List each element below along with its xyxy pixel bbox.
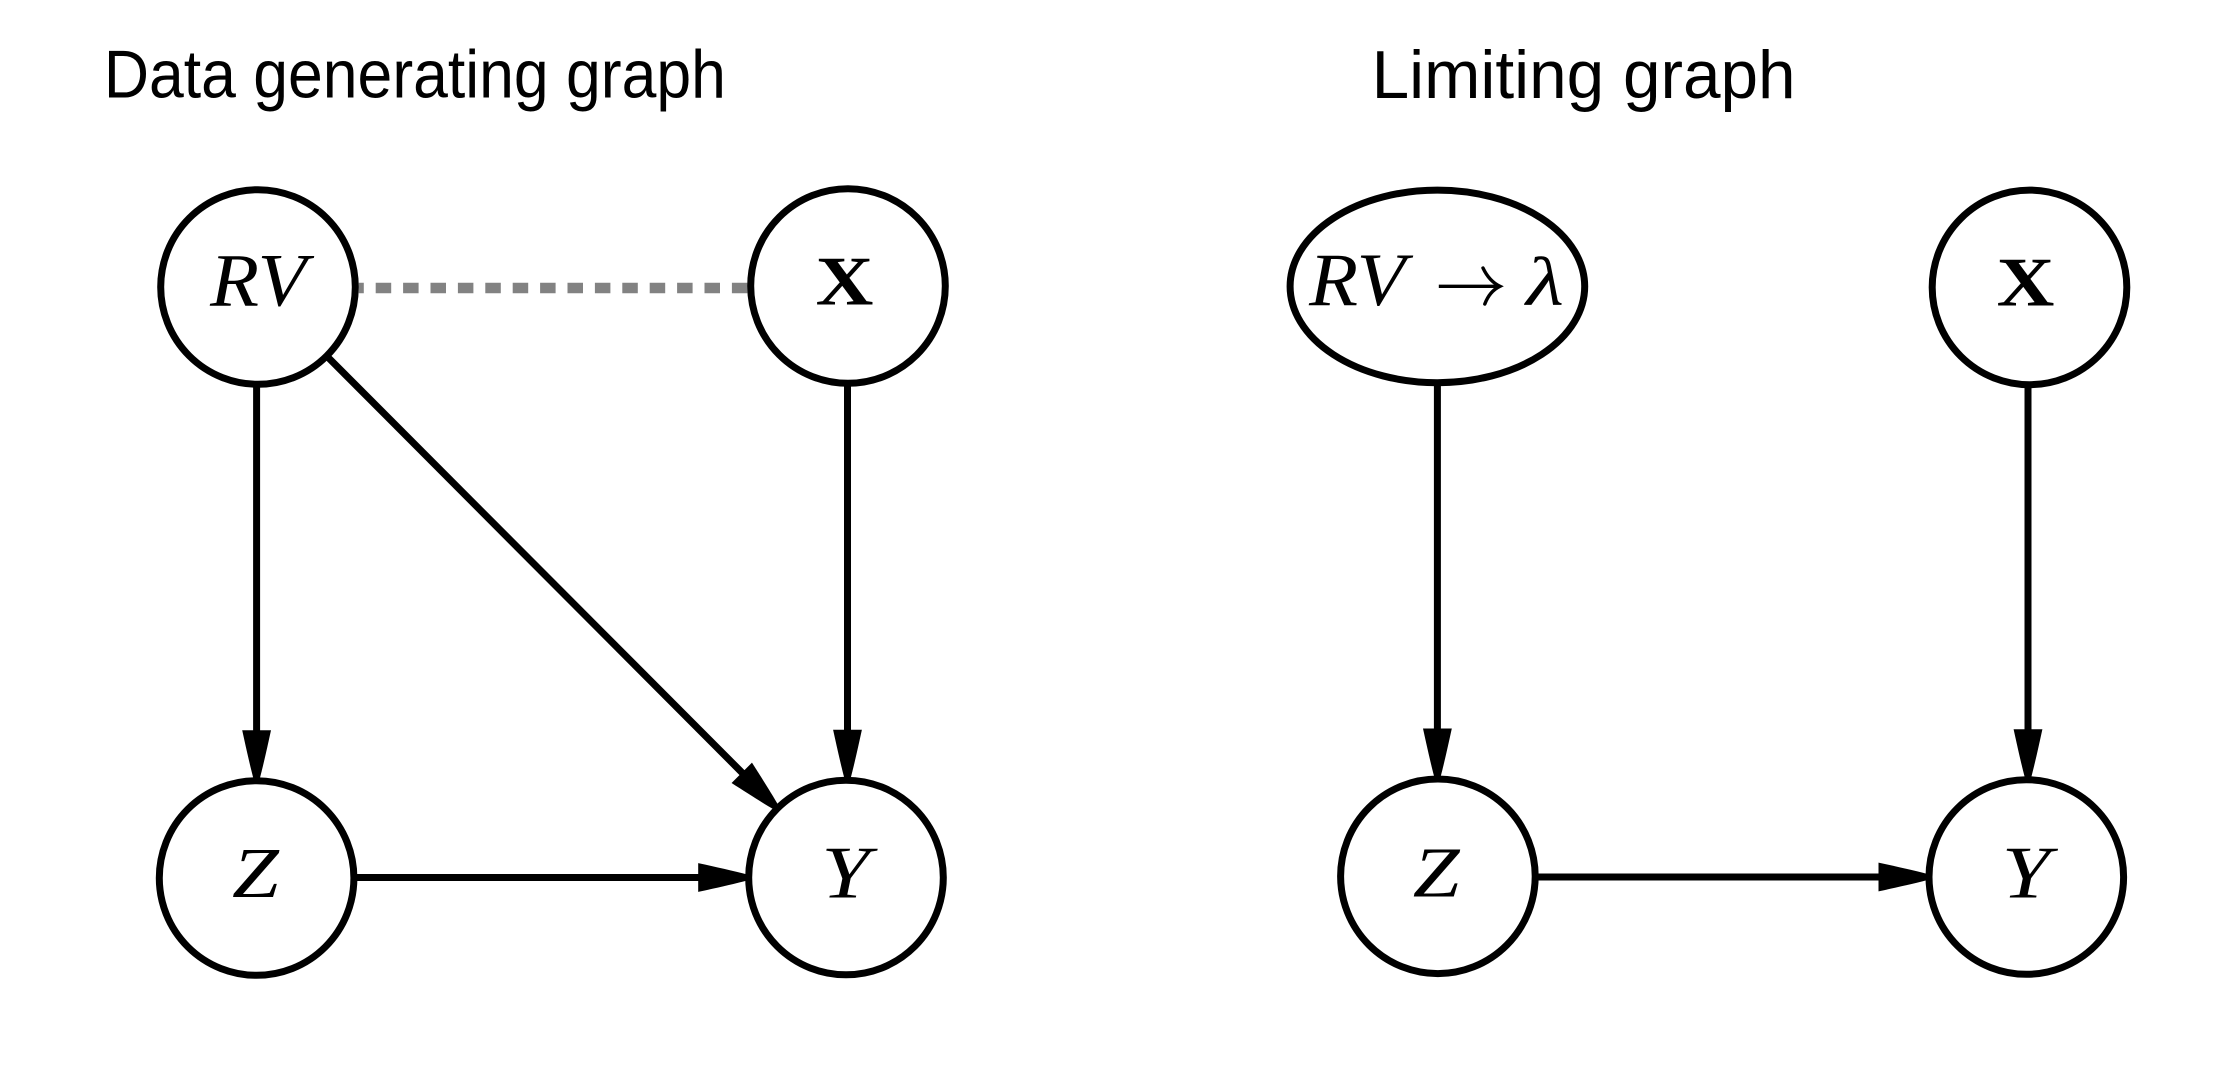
svg-text:Data generating graph: Data generating graph (104, 36, 726, 112)
svg-text:RV: RV (209, 240, 315, 323)
svg-text:X: X (1997, 244, 2055, 322)
svg-text:Z: Z (1413, 833, 1461, 913)
svg-text:Limiting graph: Limiting graph (1372, 37, 1796, 113)
svg-text:Y: Y (821, 832, 878, 914)
svg-text:X: X (816, 243, 874, 321)
svg-text:Z: Z (232, 833, 280, 913)
svg-text:RV: RV (1308, 239, 1414, 322)
svg-text:λ: λ (1524, 244, 1564, 320)
svg-text:Y: Y (2002, 832, 2059, 914)
